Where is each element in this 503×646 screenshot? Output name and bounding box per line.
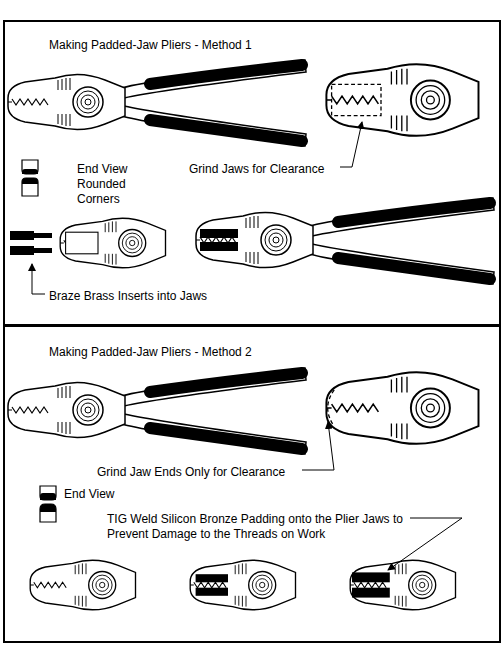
brass-inserts — [10, 231, 52, 255]
plier-head-padded — [350, 560, 455, 610]
plier-head-ground — [326, 372, 478, 444]
end-view-rounded — [22, 160, 38, 196]
plier-handles — [122, 368, 306, 454]
callout-note: Braze Brass Inserts into Jaws — [49, 289, 207, 304]
plier-head — [8, 74, 125, 129]
plier-head-ground — [326, 64, 478, 136]
callout-note: End View — [64, 487, 124, 502]
panel-heading: Making Padded-Jaw Pliers - Method 1 — [49, 38, 252, 53]
plier-head — [8, 382, 125, 437]
plier-head-step1 — [30, 560, 135, 610]
method-panel: Making Padded-Jaw Pliers - Method 1 End V… — [3, 20, 501, 326]
leader-line — [32, 264, 45, 294]
callout-note: Grind Jaw Ends Only for Clearance — [97, 465, 285, 480]
callout-note: Grind Jaws for Clearance — [189, 162, 324, 177]
callout-note: TIG Weld Silicon Bronze Padding onto the… — [107, 512, 412, 542]
leader-line — [340, 122, 362, 167]
plier-head-step2 — [190, 560, 295, 610]
plier-handles — [122, 60, 306, 146]
panel-heading: Making Padded-Jaw Pliers - Method 2 — [49, 345, 252, 360]
leader-line — [388, 518, 462, 570]
leader-line — [302, 422, 334, 470]
plier-with-inserts — [196, 198, 494, 284]
end-view — [40, 486, 56, 522]
method-panel: Making Padded-Jaw Pliers - Method 2 End V… — [3, 325, 501, 643]
plier-head-slotted — [60, 218, 165, 268]
callout-note: End View Rounded Corners — [77, 162, 137, 207]
